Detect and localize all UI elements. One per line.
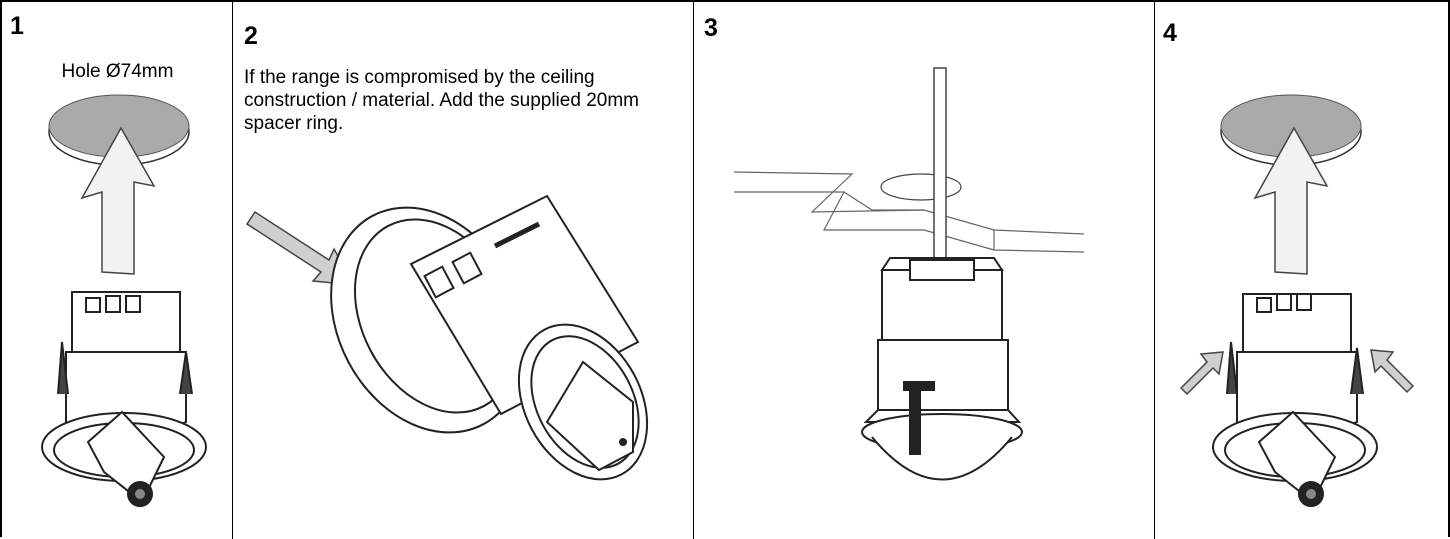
panel-step-3: 3 — [694, 2, 1155, 539]
step-number: 3 — [704, 14, 718, 42]
detector-icon — [41, 291, 207, 507]
cable-icon — [933, 67, 947, 269]
ceiling-section-icon — [733, 171, 1085, 253]
right-push-arrow-icon — [1370, 349, 1415, 394]
step-number: 1 — [10, 12, 24, 40]
step-4-illustration — [1179, 94, 1415, 507]
up-arrow-icon — [80, 126, 156, 275]
up-arrow-icon — [1253, 126, 1329, 275]
left-push-arrow-icon — [1179, 351, 1224, 396]
panel-step-4: 4 — [1155, 2, 1448, 539]
detector-icon — [1212, 293, 1378, 507]
step-2-illustration — [245, 194, 649, 481]
step-number: 2 — [244, 22, 258, 50]
step-number: 4 — [1163, 19, 1177, 47]
panel-step-2: 2 If the range is compromised by the cei… — [233, 2, 694, 539]
step-1-illustration — [41, 94, 207, 507]
panel-step-1: 1 Hole Ø74mm — [2, 2, 233, 539]
step-3-illustration — [733, 67, 1085, 481]
detector-icon — [409, 194, 649, 481]
step-caption: If the range is compromised by the ceili… — [244, 67, 639, 135]
detector-icon — [861, 257, 1023, 481]
step-caption: Hole Ø74mm — [61, 61, 174, 82]
